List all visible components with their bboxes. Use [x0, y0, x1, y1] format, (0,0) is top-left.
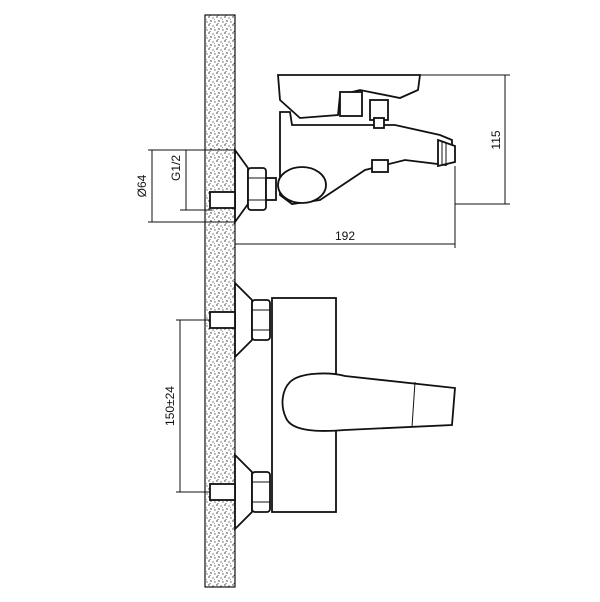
lower-inlet: [209, 483, 236, 501]
dim-spacing-label: 150±24: [163, 386, 177, 426]
top-connector: [265, 177, 277, 201]
dim-height: 115: [420, 74, 510, 205]
spout: [281, 372, 456, 432]
upper-flange: [234, 280, 253, 360]
lower-flange: [234, 452, 253, 532]
front-view: [209, 280, 456, 532]
lower-hex-nut: [251, 471, 271, 513]
dim-diameter-label: Ø64: [135, 174, 149, 197]
dim-diameter: Ø64: [135, 149, 235, 223]
upper-inlet: [209, 311, 236, 329]
top-flange: [234, 147, 249, 225]
dim-spacing: 150±24: [163, 319, 210, 493]
wall: [204, 14, 236, 588]
dim-depth-label: 192: [335, 229, 355, 243]
top-hex-nut: [247, 167, 267, 211]
dim-height-label: 115: [489, 130, 503, 149]
top-inlet-pipe: [209, 191, 236, 209]
diverter-knob: [369, 99, 389, 121]
top-handle-disc: [277, 166, 327, 204]
dim-thread-label: G1/2: [169, 155, 183, 181]
top-lever-cap: [339, 91, 363, 117]
dim-depth: 192: [235, 166, 456, 248]
dim-thread: G1/2: [169, 150, 212, 211]
upper-hex-nut: [251, 299, 271, 341]
top-view: [209, 74, 456, 225]
shower-outlet: [371, 159, 389, 173]
